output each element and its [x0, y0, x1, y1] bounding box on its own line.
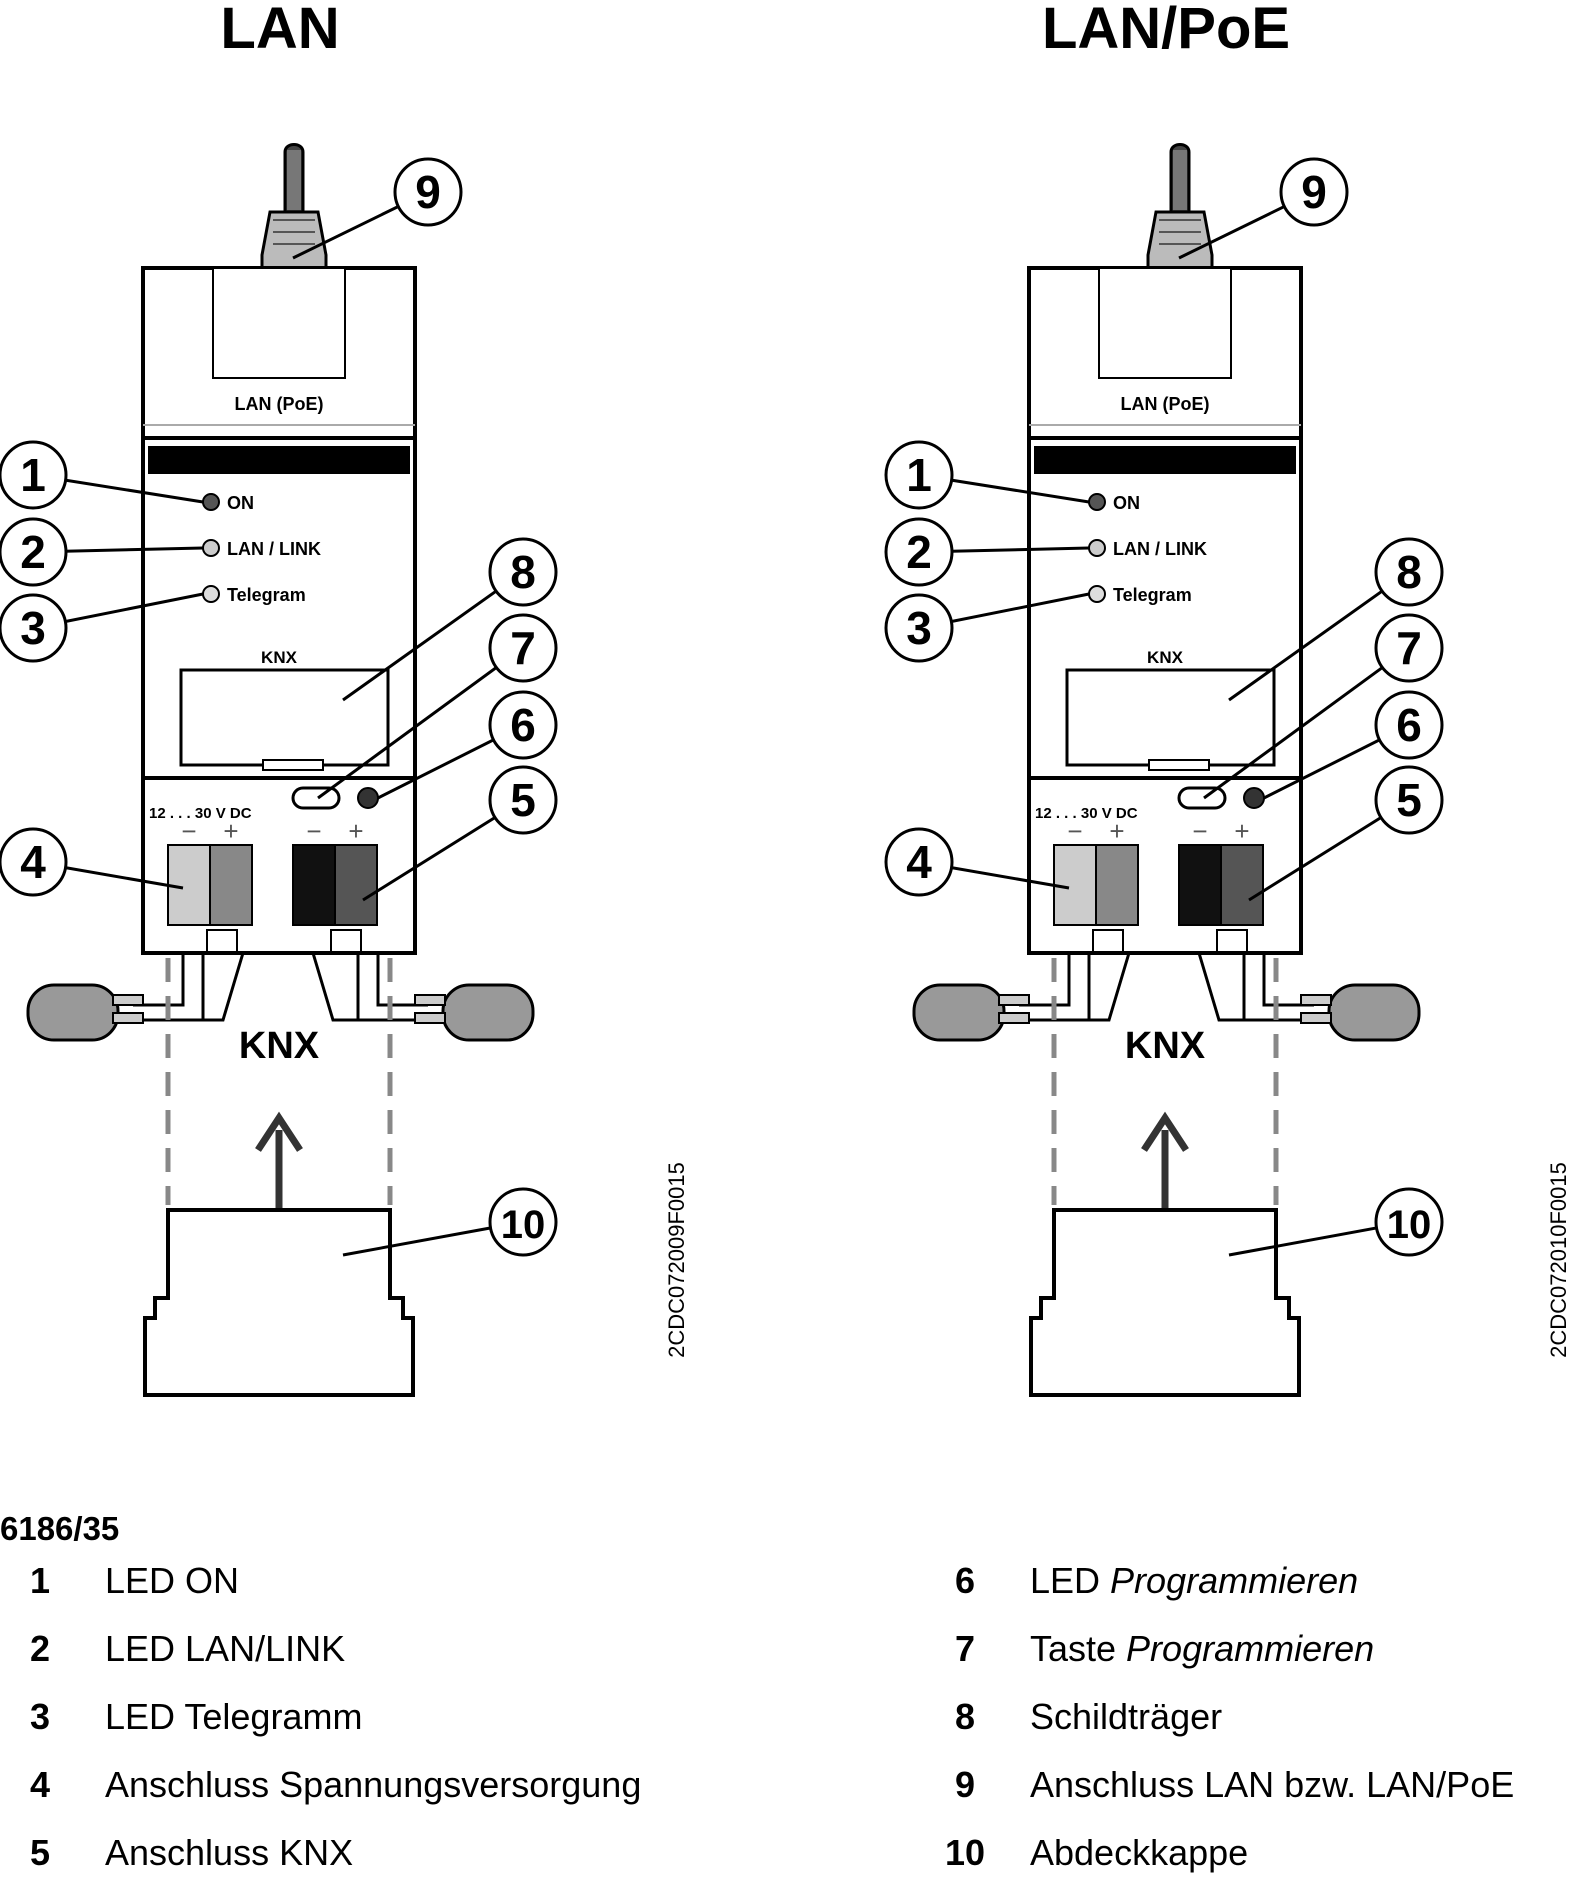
legend-text: Taste Programmieren: [1030, 1628, 1375, 1669]
polarity-mark: +: [1109, 816, 1124, 846]
callout-leader: [317, 646, 524, 800]
callout-circle: [0, 827, 68, 897]
callout-number: 5: [1396, 774, 1422, 826]
led-link-label: LAN / LINK: [1113, 539, 1207, 559]
callout-circle: [488, 690, 558, 760]
diagram-title-right: LAN/PoE: [1042, 0, 1290, 61]
callout-number: 9: [1301, 166, 1327, 218]
callout-number: 7: [510, 622, 536, 674]
callout-circle: [1374, 1187, 1444, 1257]
polarity-mark: +: [1234, 816, 1249, 846]
callout-leader: [342, 570, 524, 702]
callout-circle: [1374, 690, 1444, 760]
callout-circle: [393, 157, 463, 227]
legend-text: Schildträger: [1030, 1696, 1223, 1737]
polarity-mark: −: [181, 816, 196, 846]
legend-text: LED ON: [105, 1560, 240, 1601]
callout-number: 1: [20, 449, 46, 501]
callout-number: 8: [1396, 546, 1422, 598]
callout-circle: [884, 440, 954, 510]
legend-text: Anschluss LAN bzw. LAN/PoE: [1030, 1764, 1515, 1805]
knx-bus-label: KNX: [1125, 1025, 1206, 1067]
callout-number: 8: [510, 546, 536, 598]
polarity-mark: +: [348, 816, 363, 846]
legend-text: Anschluss Spannungsversorgung: [105, 1764, 642, 1805]
device-illustration-left: [28, 145, 533, 1396]
legend-text: Anschluss KNX: [105, 1832, 354, 1873]
callout-number: 6: [510, 699, 536, 751]
callout-number: 2: [906, 526, 932, 578]
voltage-label: 12 . . . 30 V DC: [149, 805, 252, 822]
device-illustration-right: [914, 145, 1419, 1396]
callout-leader: [1203, 646, 1410, 800]
knx-logo: KNX: [1147, 648, 1184, 667]
legend-number: 4: [29, 1764, 51, 1805]
callout-circle: [884, 517, 954, 587]
led-telegram-label: Telegram: [1113, 585, 1192, 605]
callout-circle: [0, 593, 68, 663]
callout-number: 1: [906, 449, 932, 501]
callout-circle: [0, 517, 68, 587]
callout-circle: [1374, 765, 1444, 835]
legend-number: 7: [954, 1628, 976, 1669]
polarity-mark: −: [306, 816, 321, 846]
callout-number: 7: [1396, 622, 1422, 674]
callout-number: 4: [906, 836, 932, 888]
callout-circle: [488, 1187, 558, 1257]
legend-text: Abdeckkappe: [1030, 1832, 1249, 1873]
legend-text: LED Telegramm: [105, 1696, 363, 1737]
callout-circle: [488, 537, 558, 607]
callout-number: 10: [1387, 1203, 1432, 1247]
callout-number: 6: [1396, 699, 1422, 751]
callout-number: 9: [415, 166, 441, 218]
diagram-title-left: LAN: [220, 0, 339, 61]
callout-number: 2: [20, 526, 46, 578]
callout-circle: [884, 593, 954, 663]
led-telegram-label: Telegram: [227, 585, 306, 605]
callout-circle: [1279, 157, 1349, 227]
legend-number: 5: [29, 1832, 51, 1873]
polarity-mark: +: [223, 816, 238, 846]
callout-circle: [488, 613, 558, 683]
callout-number: 10: [501, 1203, 546, 1247]
legend-number: 8: [954, 1696, 976, 1737]
led-on-label: ON: [227, 493, 254, 513]
port-label: LAN (PoE): [1121, 394, 1210, 414]
callout-circle: [0, 440, 68, 510]
polarity-mark: −: [1192, 816, 1207, 846]
legend-number: 3: [29, 1696, 51, 1737]
callout-circle: [488, 765, 558, 835]
callout-number: 3: [906, 602, 932, 654]
callout-circle: [1374, 613, 1444, 683]
knx-logo: KNX: [261, 648, 298, 667]
polarity-mark: −: [1067, 816, 1082, 846]
legend-number: 9: [954, 1764, 976, 1805]
callout-number: 3: [20, 602, 46, 654]
callout-number: 5: [510, 774, 536, 826]
figure-code-left: 2CDC072009F0015: [664, 1162, 689, 1358]
callout-leader: [1228, 570, 1410, 702]
led-link-label: LAN / LINK: [227, 539, 321, 559]
legend-text: LED Programmieren: [1030, 1560, 1359, 1601]
legend-number: 2: [29, 1628, 51, 1669]
legend-number: 10: [944, 1832, 986, 1873]
legend-number: 6: [954, 1560, 976, 1601]
model-number: 6186/35: [0, 1510, 120, 1547]
legend-number: 1: [29, 1560, 51, 1601]
knx-bus-label: KNX: [239, 1025, 320, 1067]
figure-code-right: 2CDC072010F0015: [1546, 1162, 1571, 1358]
legend-text: LED LAN/LINK: [105, 1628, 346, 1669]
port-label: LAN (PoE): [235, 394, 324, 414]
callout-circle: [1374, 537, 1444, 607]
callout-number: 4: [20, 836, 46, 888]
voltage-label: 12 . . . 30 V DC: [1035, 805, 1138, 822]
led-on-label: ON: [1113, 493, 1140, 513]
callout-circle: [884, 827, 954, 897]
